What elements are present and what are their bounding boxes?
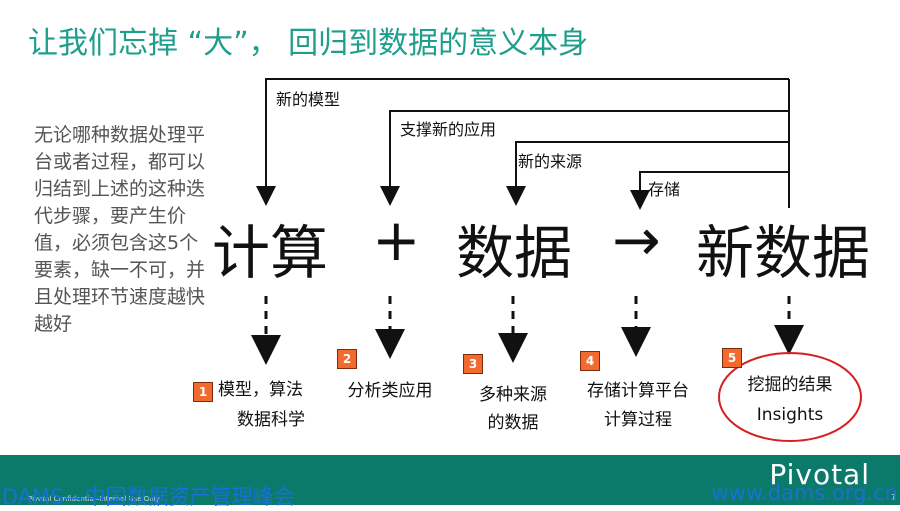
step-badge-1: 1 <box>193 382 213 402</box>
step-1-line1: 模型，算法 <box>218 380 303 400</box>
step-4-line1: 存储计算平台 <box>587 381 689 401</box>
feedback-loop-model <box>256 78 789 206</box>
operator-plus: + <box>372 206 421 274</box>
step-4-line2: 计算过程 <box>604 410 672 430</box>
step-badge-3: 3 <box>463 354 483 374</box>
pivotal-logo: Pivotal <box>769 458 870 491</box>
feedback-loop-apps <box>380 110 789 206</box>
step-3-line2: 的数据 <box>487 413 539 433</box>
page-title: 让我们忘掉 “大”， 回归到数据的意义本身 <box>28 26 589 61</box>
side-description: 无论哪种数据处理平台或者过程，都可以归结到上述的这种迭代步骤，要产生价值，必须包… <box>34 124 206 335</box>
label-storage: 存储 <box>648 180 681 199</box>
feedback-loop-storage <box>630 171 789 210</box>
insights-highlight-ellipse <box>718 352 862 442</box>
step-badge-5: 5 <box>722 348 742 368</box>
step-2-line1: 分析类应用 <box>347 381 433 401</box>
step-badge-4: 4 <box>580 351 600 371</box>
step-badge-2: 2 <box>337 349 357 369</box>
label-new-sources: 新的来源 <box>518 152 583 171</box>
page-number: 7 <box>890 493 896 502</box>
step-3-line1: 多种来源 <box>479 385 547 405</box>
feedback-loop-sources <box>506 141 789 206</box>
step-5-line2: Insights <box>756 405 824 425</box>
step-5-line1: 挖掘的结果 <box>747 375 833 395</box>
label-new-model: 新的模型 <box>276 90 341 109</box>
step-1-line2: 数据科学 <box>237 410 305 430</box>
confidential-note: Pivotal Confidential–Internal Use Only <box>28 495 160 503</box>
footer-bar <box>0 455 900 505</box>
label-new-apps: 支撑新的应用 <box>400 120 497 139</box>
term-new-data: 新数据 <box>696 219 871 287</box>
watermark-right: www.dams.org.cn <box>711 481 898 505</box>
watermark-left: DAMS—中国数据资产管理峰会 <box>2 485 295 509</box>
term-compute: 计算 <box>212 219 329 287</box>
term-data: 数据 <box>456 219 573 287</box>
operator-arrow: → <box>612 206 661 274</box>
